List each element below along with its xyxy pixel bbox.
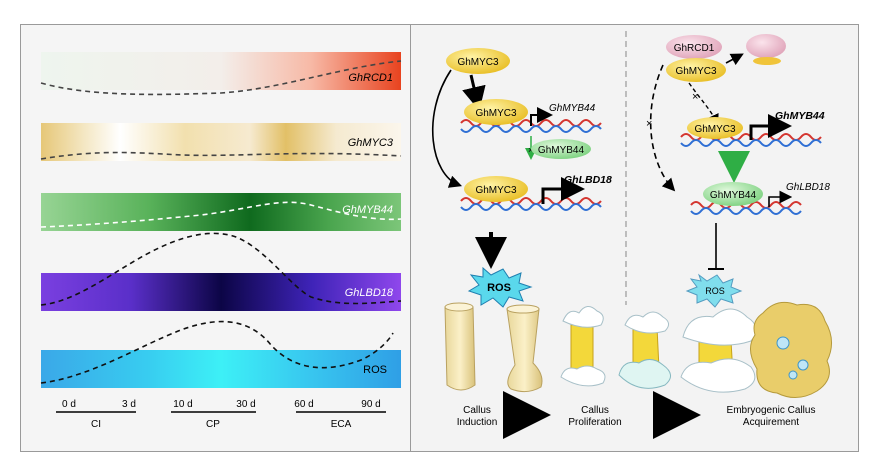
lbd18-band-label: GhLBD18 (345, 287, 394, 299)
myc3-protein-complex (666, 58, 726, 82)
lbd18-block-mark: × (646, 118, 652, 130)
myb44-gene-label-left: GhMYB44 (549, 103, 596, 114)
ros-label-right: ROS (705, 286, 725, 296)
myb44-expression-curve (40, 201, 402, 228)
regulatory-model-panel: GhMYC3 GhMYC3 GhMYB44 × GhMYB44 GhMYC3 G… (410, 24, 859, 452)
tick-90d: 90 d (361, 399, 380, 410)
myc3-protein-right (687, 117, 743, 139)
myc3-protein-top-label: GhMYC3 (457, 57, 499, 68)
regulatory-model-figure: GhMYC3 GhMYC3 GhMYB44 × GhMYB44 GhMYC3 G… (432, 31, 832, 439)
myc3-expression-curve (40, 151, 402, 160)
myb44-protein-free (531, 139, 591, 159)
rcd1-expression-band (41, 52, 401, 90)
myc3-to-lbd18-arrow (432, 69, 463, 188)
ros-band-label: ROS (363, 364, 387, 376)
lbd18-tss-arrow (541, 177, 585, 204)
ros-burst-right (685, 273, 743, 308)
myc3-protein-lbd18-label: GhMYC3 (475, 185, 517, 196)
callus-explant-2 (506, 304, 543, 393)
myb44-gene-label-right: GhMYB44 (775, 110, 825, 122)
callus-embryogenic-2 (750, 301, 832, 398)
myb44-protein-right (703, 182, 763, 206)
myc3-protein-lbd18 (464, 176, 528, 202)
callus-proliferation-2 (618, 311, 671, 389)
stage-ci-label: CI (91, 419, 101, 430)
myc3-protein-bound-label: GhMYC3 (475, 108, 517, 119)
myb44-tss-arrow (530, 107, 553, 126)
myb44-tss-arrow-right (749, 114, 792, 140)
myc3-to-myb44-arrow (462, 74, 486, 111)
tick-3d: 3 d (122, 399, 136, 410)
myc3-to-lbd18-blocked-arrow (649, 64, 676, 192)
stage-acquirement-line1: Embryogenic Callus (727, 405, 816, 416)
ros-burst-left (467, 266, 533, 308)
callus-embryogenic-1 (680, 308, 757, 393)
dna-strand-lbd18-right (690, 201, 802, 215)
callus-proliferation-1 (560, 306, 606, 387)
myc3-protein-top (446, 48, 510, 74)
rcd1-band-label: GhRCD1 (348, 72, 393, 84)
callus-explant-1 (444, 302, 476, 391)
stage-proliferation-line1: Callus (581, 405, 609, 416)
lbd18-gene-label-left: GhLBD18 (564, 174, 612, 186)
stage-eca-label: ECA (331, 419, 352, 430)
tick-30d: 30 d (236, 399, 255, 410)
lbd18-expression-curve-outer (40, 232, 402, 306)
lbd18-tss-arrow-right (768, 190, 793, 207)
ros-level-curve (40, 320, 394, 384)
proteasome-disc (753, 57, 781, 65)
myb44-protein-right-label: GhMYB44 (710, 190, 757, 201)
complex-degradation-arrow (725, 53, 744, 66)
myc3-band-label: GhMYC3 (348, 137, 394, 149)
myb44-band-label: GhMYB44 (342, 204, 393, 216)
lbd18-gene-label-right: GhLBD18 (786, 182, 830, 193)
lbd18-expression-band (41, 273, 401, 311)
rcd1-expression-curve (40, 60, 402, 96)
stage-induction-line1: Callus (463, 405, 491, 416)
stage-induction-line2: Induction (457, 417, 498, 428)
stage-acquirement-line2: Acquirement (743, 417, 799, 428)
tick-60d: 60 d (294, 399, 313, 410)
stage-proliferation-line2: Proliferation (568, 417, 621, 428)
myc3-protein-right-label: GhMYC3 (694, 124, 736, 135)
myc3-protein-complex-label: GhMYC3 (675, 66, 717, 77)
expression-timeline-figure: GhRCD1 GhMYC3 GhMYB44 GhLBD18 ROS 0 d 3 … (40, 52, 402, 430)
tick-10d: 10 d (173, 399, 192, 410)
release-block-mark: × (692, 91, 698, 103)
stage-cp-label: CP (206, 419, 220, 430)
rcd1-protein-label: GhRCD1 (674, 43, 715, 54)
proteasome-pink (746, 34, 786, 58)
expression-timeline-panel: GhRCD1 GhMYC3 GhMYB44 GhLBD18 ROS 0 d 3 … (20, 24, 412, 452)
ros-label-left: ROS (487, 282, 511, 294)
myb44-protein-free-label: GhMYB44 (538, 145, 585, 156)
translation-mark: × (528, 145, 533, 155)
myc3-release-arrow (688, 82, 719, 126)
ros-level-band (41, 350, 401, 388)
myc3-protein-bound (464, 99, 528, 125)
rcd1-protein (666, 35, 722, 59)
tick-0d: 0 d (62, 399, 76, 410)
